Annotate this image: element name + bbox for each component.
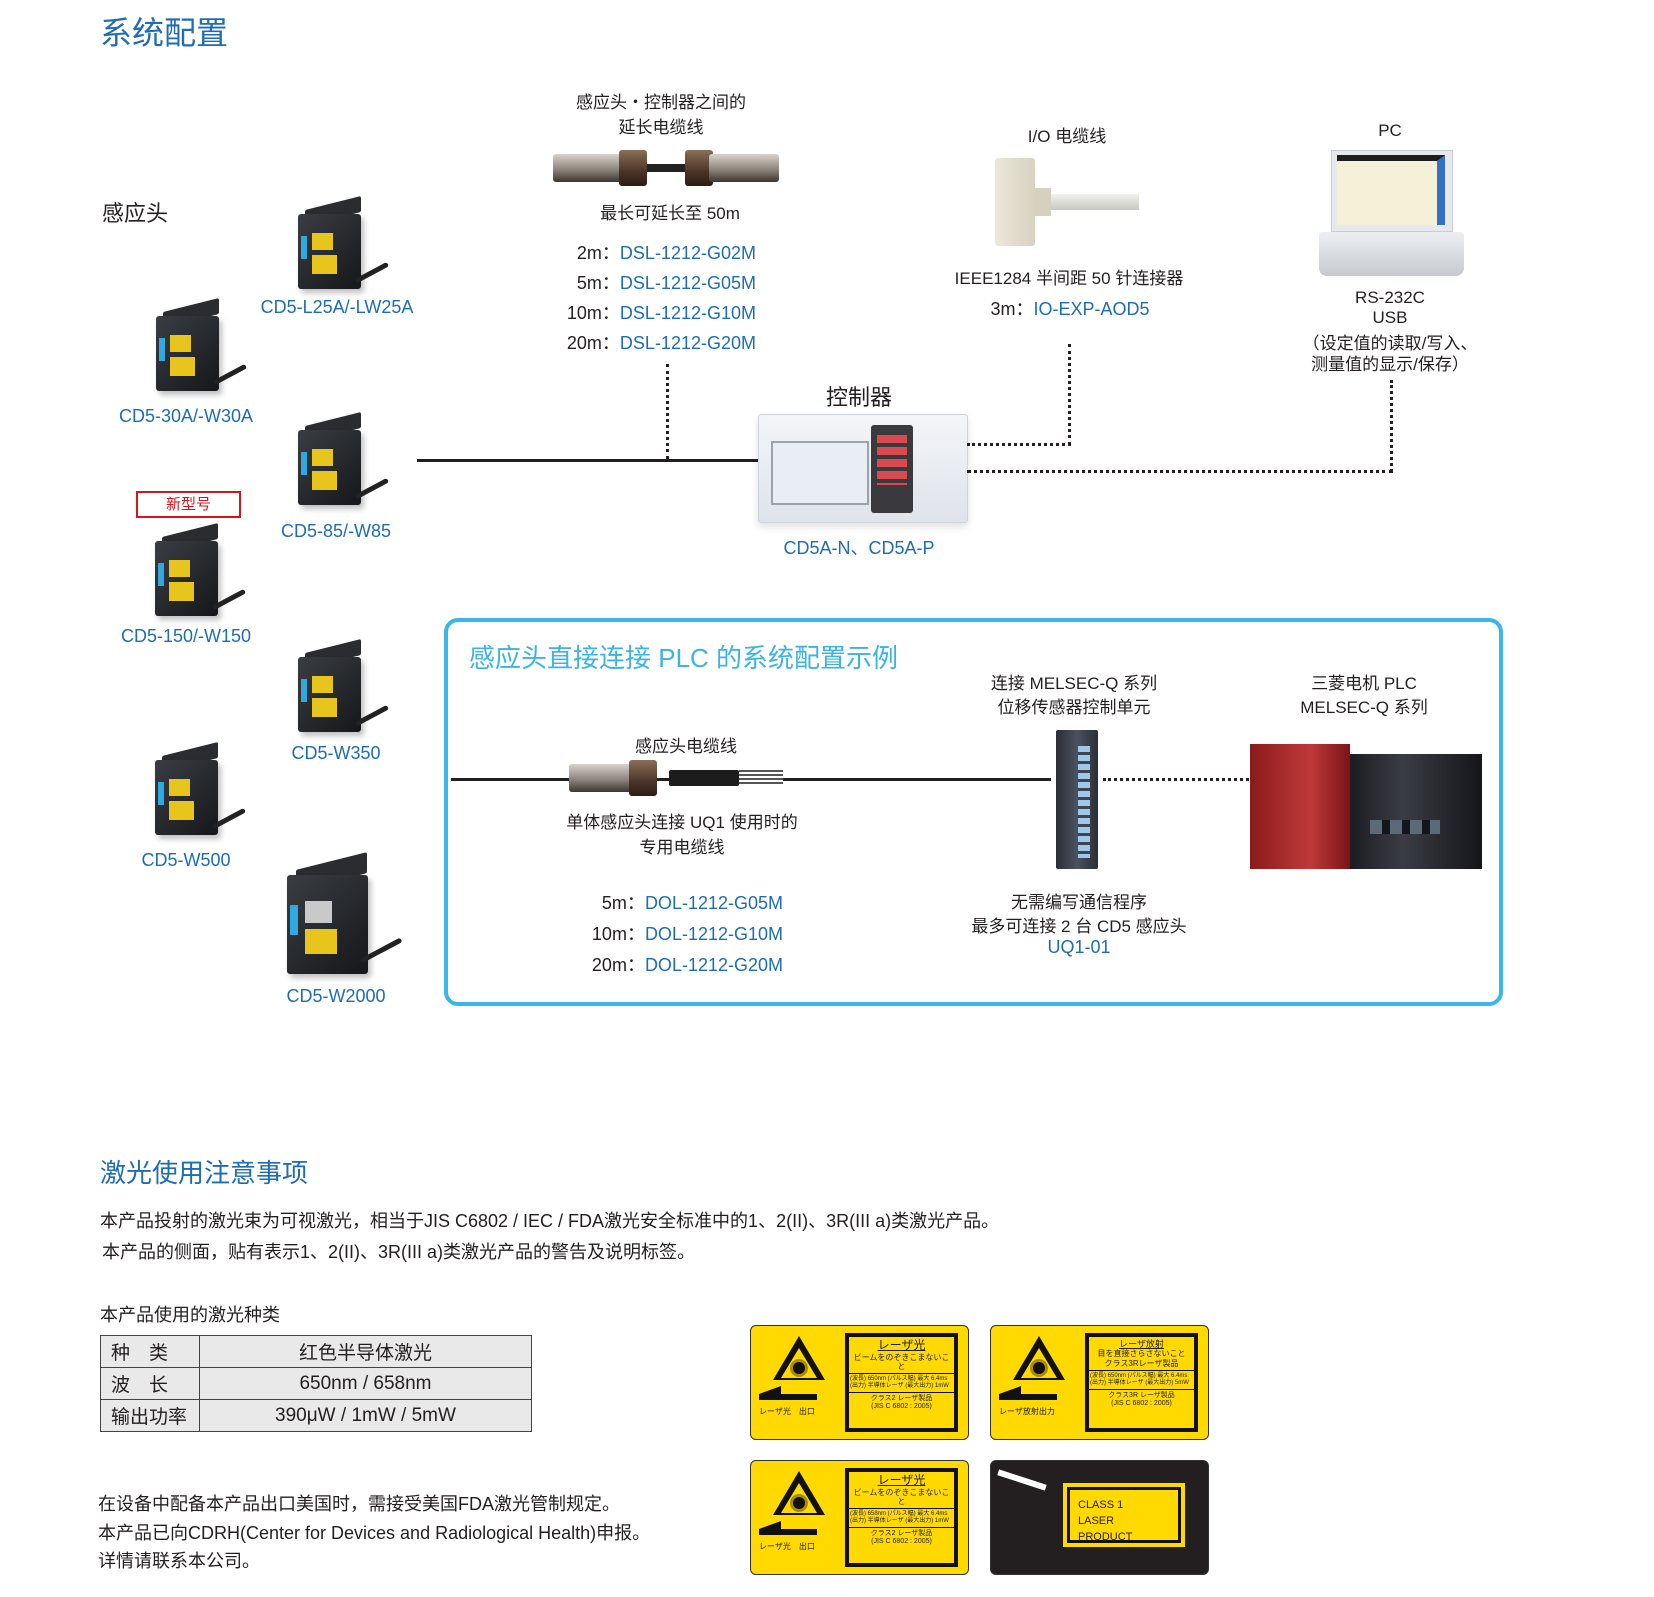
laser-para-1: 本产品投射的激光束为可视激光，相当于JIS C6802 / IEC / FDA激… — [100, 1211, 1000, 1231]
plc-desc-1: 三菱电机 PLC — [1311, 674, 1417, 693]
laser-warning-label-class3r: レーザ放射出力 レーザ放射目を直接さらさないことクラス3Rレーザ製品 (波長) … — [990, 1325, 1209, 1440]
pc-line-v — [1390, 380, 1393, 472]
pc-line-h — [967, 470, 1393, 473]
laptop-icon — [1319, 150, 1464, 282]
io-cable-title: I/O 电缆线 — [1027, 127, 1107, 146]
pc-function-1: （设定值的读取/写入、 — [1302, 334, 1478, 353]
io-connector-desc: IEEE1284 半间距 50 针连接器 — [954, 269, 1184, 288]
sensor-cable-item[interactable]: 5m：DOL-1212-G05M — [601, 893, 783, 913]
controller-image — [758, 414, 968, 523]
laser-para-2: 本产品的侧面，贴有表示1、2(II)、3R(III a)类激光产品的警告及说明标… — [102, 1242, 696, 1262]
uq1-unit-image — [1056, 730, 1098, 869]
sensor-cable-item[interactable]: 10m：DOL-1212-G10M — [591, 924, 783, 944]
plc-desc-2: MELSEC-Q 系列 — [1300, 698, 1428, 717]
laser-table-caption: 本产品使用的激光种类 — [100, 1305, 280, 1325]
sensor-model-label[interactable]: CD5-W500 — [141, 850, 231, 870]
pc-function-2: 测量值的显示/保存） — [1311, 355, 1469, 374]
sensor-image-85 — [298, 412, 389, 509]
laser-warning-label-class2: レーザ光 出口 レーザ光ビームをのぞきこまないこと (波長) 650nm (パル… — [750, 1325, 969, 1440]
sensor-image-150 — [155, 523, 246, 620]
laser-warning-label-class2-658: レーザ光 出口 レーザ光ビームをのぞきこまないこと (波長) 658nm (パル… — [750, 1460, 969, 1575]
unit-note-1: 无需编写通信程序 — [1011, 893, 1147, 912]
plc-image — [1250, 730, 1482, 869]
io-cable-line-h — [967, 443, 1071, 446]
unit-desc-1: 连接 MELSEC-Q 系列 — [990, 674, 1158, 693]
sensor-cable-desc-2: 专用电缆线 — [639, 838, 725, 857]
sensor-image-w350 — [298, 639, 389, 736]
laser-section-title: 激光使用注意事项 — [100, 1158, 309, 1188]
sensor-cable-title: 感应头电缆线 — [635, 737, 737, 756]
ext-cable-item[interactable]: 20m：DSL-1212-G20M — [566, 333, 756, 353]
new-model-badge: 新型号 — [136, 491, 241, 518]
sensor-image-30a — [156, 298, 247, 395]
fda-note-1: 在设备中配备本产品出口美国时，需接受美国FDA激光管制规定。 — [98, 1494, 620, 1514]
ext-cable-item[interactable]: 10m：DSL-1212-G10M — [566, 303, 756, 323]
sensor-controller-line — [417, 459, 763, 462]
sensor-cable-list: 5m：DOL-1212-G05M 10m：DOL-1212-G10M 20m：D… — [592, 888, 783, 981]
unit-note-2: 最多可连接 2 台 CD5 感应头 — [971, 917, 1187, 936]
arrow-icon — [997, 1469, 1047, 1491]
io-cable-image — [995, 158, 1145, 248]
sensor-cable-image — [569, 760, 795, 796]
ext-cable-connector-line — [666, 364, 669, 459]
sensor-image-w2000 — [287, 852, 403, 979]
ext-cable-item[interactable]: 5m：DSL-1212-G05M — [576, 273, 756, 293]
unit-plc-line — [1103, 778, 1249, 781]
plc-example-panel — [444, 618, 1503, 1006]
sensor-model-label[interactable]: CD5-30A/-W30A — [118, 406, 254, 426]
sensor-cable-item[interactable]: 20m：DOL-1212-G20M — [591, 955, 783, 975]
ext-cable-title-2: 延长电缆线 — [618, 118, 704, 137]
sensor-model-label[interactable]: CD5-W2000 — [286, 986, 386, 1006]
fda-note-2: 本产品已向CDRH(Center for Devices and Radiolo… — [98, 1523, 651, 1543]
table-row: 种 类红色半导体激光 — [100, 1335, 532, 1368]
sensor-image-w500 — [155, 742, 246, 839]
sensor-model-label[interactable]: CD5-85/-W85 — [280, 521, 392, 541]
sensor-heading: 感应头 — [102, 201, 169, 226]
sensor-model-label[interactable]: CD5-W350 — [291, 743, 381, 763]
controller-title: 控制器 — [825, 385, 893, 410]
sensor-cable-desc-1: 单体感应头连接 UQ1 使用时的 — [566, 813, 798, 832]
pc-interface-2: USB — [1372, 308, 1408, 327]
io-cable-item[interactable]: 3m：IO-EXP-AOD5 — [990, 299, 1150, 319]
ext-cable-item[interactable]: 2m：DSL-1212-G02M — [576, 243, 756, 263]
pc-interface-1: RS-232C — [1355, 288, 1425, 307]
page-title: 系统配置 — [100, 15, 229, 51]
extension-cable-image — [553, 150, 779, 186]
ext-cable-note: 最长可延长至 50m — [600, 204, 740, 223]
controller-models[interactable]: CD5A-N、CD5A-P — [783, 538, 935, 558]
sensor-image-l25a — [298, 196, 389, 293]
io-cable-line-v — [1068, 344, 1071, 445]
unit-model[interactable]: UQ1-01 — [1047, 937, 1111, 957]
ext-cable-list: 2m：DSL-1212-G02M 5m：DSL-1212-G05M 10m：DS… — [567, 238, 756, 358]
fda-note-3: 详情请联系本公司。 — [98, 1551, 260, 1571]
sensor-model-label[interactable]: CD5-L25A/-LW25A — [260, 297, 414, 317]
unit-desc-2: 位移传感器控制单元 — [997, 698, 1151, 717]
sensor-model-label[interactable]: CD5-150/-W150 — [120, 626, 252, 646]
pc-title: PC — [1378, 121, 1402, 140]
plc-panel-title: 感应头直接连接 PLC 的系统配置示例 — [469, 643, 899, 673]
ext-cable-title: 感应头・控制器之间的 — [576, 93, 746, 112]
